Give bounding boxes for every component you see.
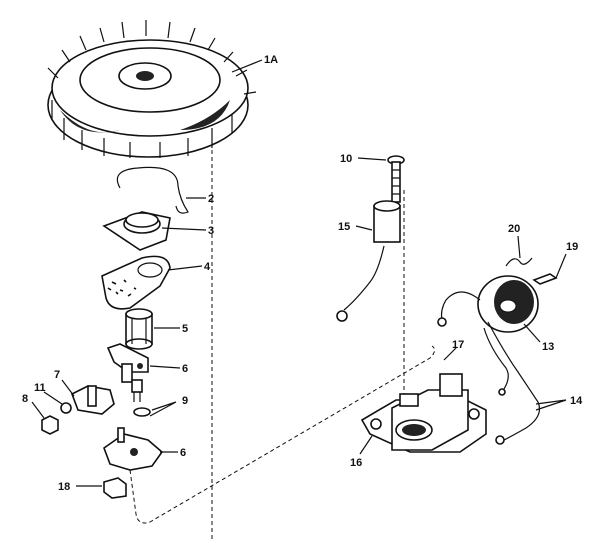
wire-clip-leader bbox=[517, 235, 521, 259]
cable-leader bbox=[355, 225, 373, 231]
breaker-arm-callout: 6 bbox=[182, 363, 188, 375]
nut-part bbox=[41, 415, 59, 435]
wire-clip-callout: 20 bbox=[508, 223, 520, 235]
spring-callout: 2 bbox=[208, 193, 214, 205]
bracket-callout: 16 bbox=[350, 457, 362, 469]
spacer-callout: 17 bbox=[452, 339, 464, 351]
washer-part bbox=[60, 402, 72, 414]
breaker-plate-part bbox=[103, 427, 164, 471]
felt-callout: 18 bbox=[58, 481, 70, 493]
flywheel-callout: 1A bbox=[264, 54, 278, 66]
condenser-bracket-part bbox=[70, 385, 115, 415]
bracket-leader bbox=[359, 435, 373, 455]
condenser-bracket-callout: 7 bbox=[54, 369, 60, 381]
leads-callout: 14 bbox=[570, 395, 583, 407]
washer-leader bbox=[43, 391, 63, 405]
retainer-leader bbox=[161, 227, 207, 231]
spring-part bbox=[116, 166, 189, 214]
gasket-leader bbox=[167, 265, 203, 271]
bushing-part bbox=[125, 308, 153, 350]
wire-clip-part bbox=[505, 257, 533, 267]
spacer-leader bbox=[443, 347, 457, 361]
leads-part bbox=[483, 321, 541, 445]
breaker-arm-part bbox=[106, 343, 149, 383]
flywheel-part bbox=[47, 20, 257, 158]
retainer-callout: 3 bbox=[208, 225, 214, 237]
retainer-part bbox=[102, 211, 171, 251]
breaker-arm-leader bbox=[149, 365, 181, 369]
coil-callout: 13 bbox=[542, 341, 554, 353]
flywheel-leader bbox=[231, 59, 263, 73]
nut-callout: 8 bbox=[22, 393, 28, 405]
gasket-callout: 4 bbox=[204, 261, 211, 273]
cable-part bbox=[336, 200, 401, 322]
cable-callout: 15 bbox=[338, 221, 350, 233]
screws-callout: 9 bbox=[182, 395, 188, 407]
breaker-plate-callout: 6 bbox=[180, 447, 186, 459]
assembly-path bbox=[129, 345, 436, 524]
coil-leader bbox=[523, 323, 541, 343]
bracket-part bbox=[360, 373, 487, 453]
clip-callout: 19 bbox=[566, 241, 578, 253]
screws-leader bbox=[149, 401, 177, 417]
ignition-screw-leader bbox=[357, 157, 387, 161]
clip-leader bbox=[555, 253, 567, 279]
ignition-screw-part bbox=[387, 155, 405, 203]
condenser-bracket-leader bbox=[61, 379, 75, 397]
nut-leader bbox=[31, 401, 45, 419]
coil-part bbox=[437, 275, 539, 333]
clip-part bbox=[532, 273, 558, 285]
screws-part bbox=[131, 379, 151, 417]
washer-callout: 11 bbox=[34, 382, 46, 394]
felt-part bbox=[103, 477, 127, 499]
leads-leader bbox=[535, 399, 567, 411]
gasket-part bbox=[101, 255, 171, 310]
ignition-screw-callout: 10 bbox=[340, 153, 352, 165]
bushing-callout: 5 bbox=[182, 323, 188, 335]
